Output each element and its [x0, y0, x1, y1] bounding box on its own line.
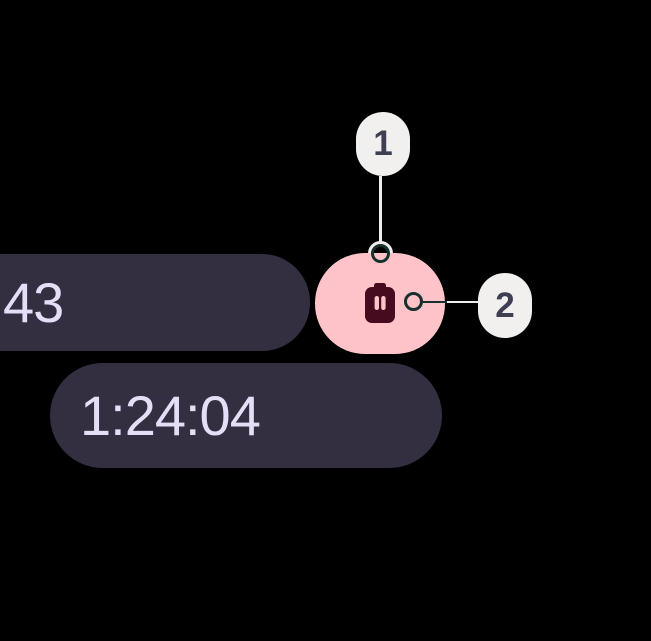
time-chip-partial: 43: [0, 254, 310, 351]
trash-icon: [365, 282, 395, 323]
timer-chip: 1:24:04: [50, 363, 442, 468]
callout-2-label: 2: [495, 285, 515, 325]
callout-2-line-dark-segment: [423, 300, 447, 304]
delete-button[interactable]: [315, 253, 445, 354]
callout-1-marker-ring: [371, 244, 390, 263]
callout-2-line-light-segment: [447, 300, 478, 304]
time-chip-partial-value: 43: [3, 271, 64, 334]
callout-1-badge: 1: [356, 112, 410, 176]
callout-1-label: 1: [373, 124, 393, 163]
timer-chip-value: 1:24:04: [80, 384, 261, 447]
callout-2-marker-ring: [404, 292, 423, 311]
callout-1-line: [379, 176, 382, 242]
callout-2-badge: 2: [478, 273, 532, 338]
